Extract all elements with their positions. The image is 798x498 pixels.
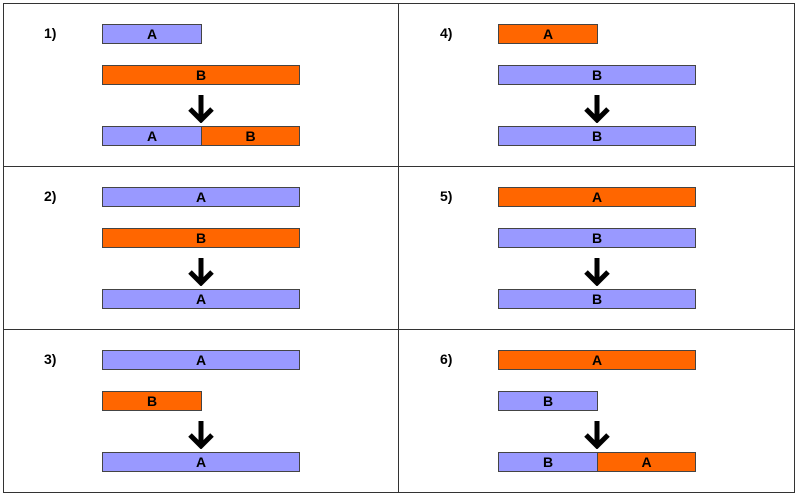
bar-middle: B (102, 65, 300, 85)
bar-top: A (102, 350, 300, 370)
panel-2: 2) A B A (3, 166, 398, 329)
bar-top: A (498, 24, 598, 44)
panel-number: 5) (440, 188, 453, 204)
bar-top: A (102, 187, 300, 207)
bar-middle: B (498, 391, 598, 411)
panel-grid (3, 3, 795, 493)
down-arrow-icon (584, 421, 610, 449)
grid-vertical-divider (398, 3, 399, 493)
panel-number: 3) (44, 351, 57, 367)
result-segment: A (102, 452, 300, 472)
panel-3: 3) A B A (3, 329, 398, 492)
panel-number: 6) (440, 351, 453, 367)
panel-number: 1) (44, 25, 57, 41)
down-arrow-icon (584, 95, 610, 123)
bar-top: A (498, 187, 696, 207)
panel-4: 4) A B B (399, 3, 794, 166)
bar-top: A (498, 350, 696, 370)
grid-horizontal-divider-1 (3, 166, 795, 167)
panel-number: 2) (44, 188, 57, 204)
result-segment: B (498, 289, 696, 309)
result-segment: B (201, 126, 300, 146)
panel-1: 1) A B A B (3, 3, 398, 166)
result-segment: B (498, 126, 696, 146)
down-arrow-icon (188, 258, 214, 286)
panel-5: 5) A B B (399, 166, 794, 329)
bar-top: A (102, 24, 202, 44)
bar-middle: B (498, 228, 696, 248)
down-arrow-icon (584, 258, 610, 286)
panel-number: 4) (440, 25, 453, 41)
down-arrow-icon (188, 421, 214, 449)
result-segment: A (102, 126, 202, 146)
panel-6: 6) A B B A (399, 329, 794, 492)
bar-middle: B (498, 65, 696, 85)
grid-horizontal-divider-2 (3, 329, 795, 330)
result-segment: A (597, 452, 696, 472)
down-arrow-icon (188, 95, 214, 123)
result-segment: B (498, 452, 598, 472)
bar-middle: B (102, 228, 300, 248)
result-segment: A (102, 289, 300, 309)
bar-middle: B (102, 391, 202, 411)
